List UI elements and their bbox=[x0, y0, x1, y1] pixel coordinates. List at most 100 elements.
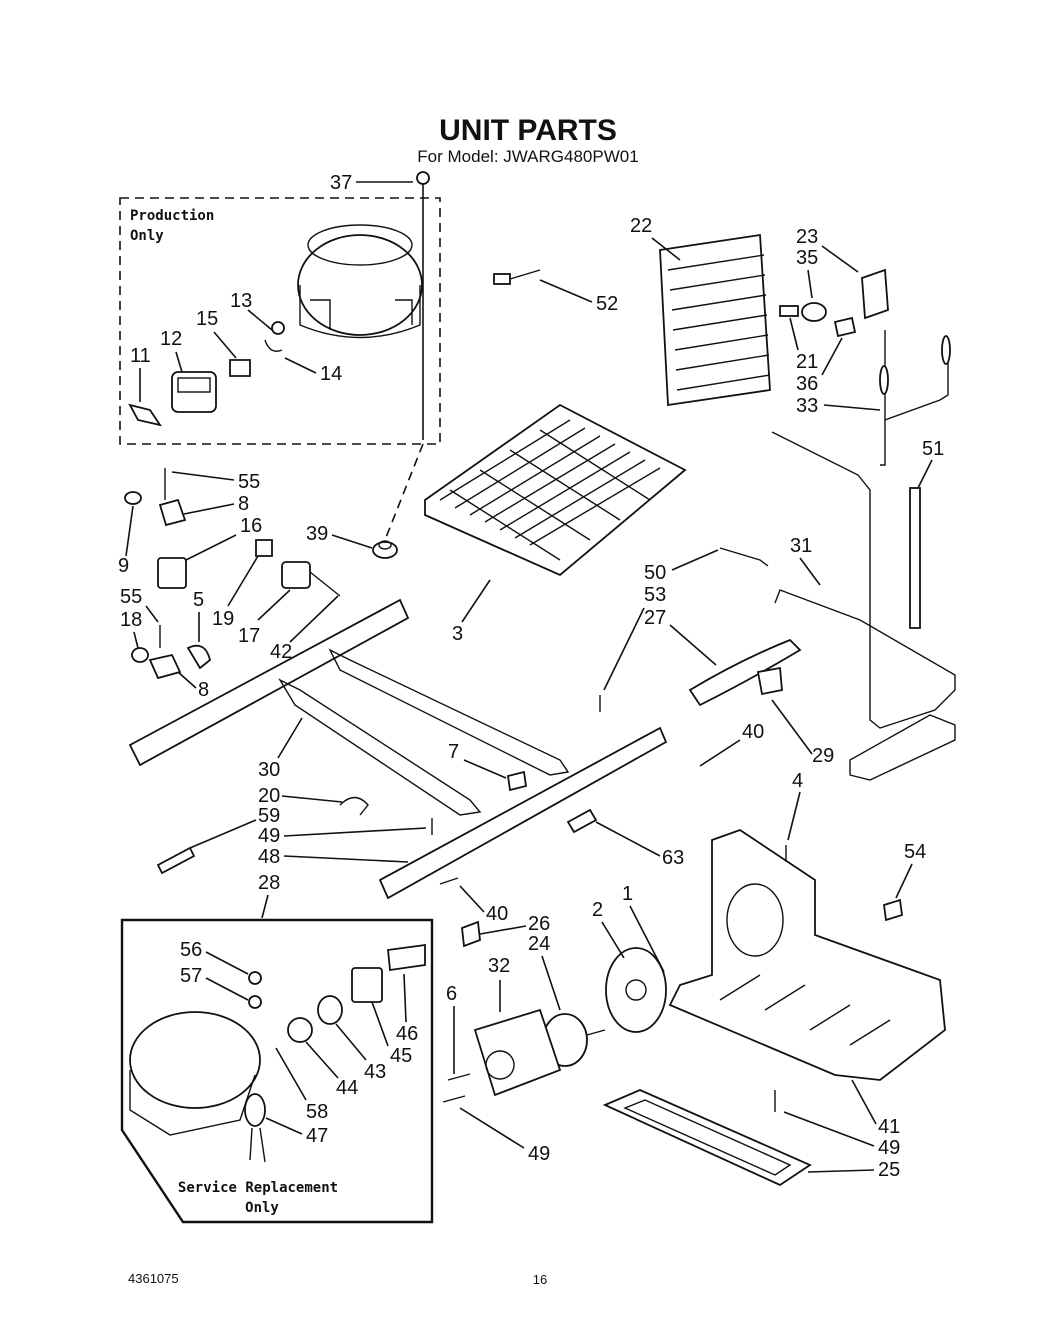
tube-31-drawing bbox=[771, 431, 956, 781]
callout-label: 55 bbox=[238, 471, 260, 493]
clip-bracket-parts bbox=[779, 268, 889, 338]
rail-48-drawing bbox=[378, 726, 668, 900]
screws-4-54 bbox=[774, 845, 903, 1112]
callout-label: 11 bbox=[130, 345, 151, 367]
callout-29: 29 bbox=[771, 699, 834, 767]
callout-14: 14 bbox=[284, 357, 342, 385]
callout-label: 49 bbox=[528, 1143, 550, 1165]
callout-label: 12 bbox=[160, 328, 182, 350]
callout-3: 3 bbox=[452, 579, 491, 645]
model-subtitle: For Model: JWARG480PW01 bbox=[417, 147, 638, 166]
callout-label: 14 bbox=[320, 363, 342, 385]
callout-35: 35 bbox=[796, 247, 818, 299]
callout-30: 30 bbox=[258, 717, 303, 781]
callout-label: 22 bbox=[630, 215, 652, 237]
callout-label: 43 bbox=[364, 1061, 386, 1083]
callout-label: 63 bbox=[662, 847, 684, 869]
callout-50: 50 bbox=[644, 549, 719, 584]
callout-label: 24 bbox=[528, 933, 550, 955]
callout-label: 5 bbox=[193, 589, 204, 611]
callout-25: 25 bbox=[807, 1159, 900, 1181]
callout-label: 50 bbox=[644, 562, 666, 584]
service-replacement-label-1: Service Replacement bbox=[178, 1180, 338, 1196]
callout-49-right: 49 bbox=[783, 1111, 900, 1159]
callout-label: 20 bbox=[258, 785, 280, 807]
callout-55-upper: 55 bbox=[171, 471, 260, 493]
callout-label: 46 bbox=[396, 1023, 418, 1045]
callout-label: 39 bbox=[306, 523, 328, 545]
callout-4: 4 bbox=[787, 770, 803, 841]
callout-27: 27 bbox=[644, 607, 717, 666]
callout-label: 55 bbox=[120, 586, 142, 608]
callout-label: 40 bbox=[486, 903, 508, 925]
callout-49-lower: 49 bbox=[459, 1107, 550, 1165]
callout-44: 44 bbox=[305, 1041, 358, 1099]
callout-18: 18 bbox=[120, 609, 142, 649]
service-replacement-label-2: Only bbox=[245, 1200, 279, 1216]
callout-54: 54 bbox=[895, 841, 926, 899]
callout-59: 59 bbox=[189, 805, 280, 849]
production-only-label-2: Only bbox=[130, 228, 164, 244]
callout-label: 37 bbox=[330, 172, 352, 194]
production-only-label-1: Production bbox=[130, 208, 214, 224]
callout-label: 49 bbox=[258, 825, 280, 847]
callout-label: 56 bbox=[180, 939, 202, 961]
callout-label: 6 bbox=[446, 983, 457, 1005]
callout-8-upper: 8 bbox=[183, 493, 249, 515]
callout-20: 20 bbox=[258, 785, 343, 807]
callout-label: 45 bbox=[390, 1045, 412, 1067]
callout-42: 42 bbox=[270, 595, 339, 663]
callout-label: 8 bbox=[198, 679, 209, 701]
callout-label: 30 bbox=[258, 759, 280, 781]
callout-7: 7 bbox=[448, 741, 507, 779]
footer-page-number: 16 bbox=[533, 1272, 547, 1287]
mid-small-parts bbox=[156, 770, 598, 948]
callout-28: 28 bbox=[258, 872, 280, 919]
upper-left-small-parts bbox=[124, 468, 341, 597]
callout-23: 23 bbox=[796, 226, 859, 273]
callout-37: 37 bbox=[330, 172, 413, 194]
callout-5: 5 bbox=[193, 589, 204, 642]
callout-24: 24 bbox=[528, 933, 561, 1011]
callout-label: 18 bbox=[120, 609, 142, 631]
screw-37-drawing bbox=[416, 171, 430, 185]
callout-55-lower: 55 bbox=[120, 586, 159, 623]
callout-8-lower: 8 bbox=[177, 671, 209, 701]
callout-label: 16 bbox=[240, 515, 262, 537]
callout-label: 42 bbox=[270, 641, 292, 663]
callout-label: 44 bbox=[336, 1077, 358, 1099]
callout-label: 28 bbox=[258, 872, 280, 894]
callout-6: 6 bbox=[446, 983, 457, 1074]
callout-label: 1 bbox=[622, 883, 633, 905]
tube-51-drawing bbox=[909, 487, 921, 629]
callout-label: 36 bbox=[796, 373, 818, 395]
callout-40-right: 40 bbox=[699, 721, 764, 767]
tube-52-drawing bbox=[493, 269, 541, 285]
callout-label: 51 bbox=[922, 438, 944, 460]
callout-label: 40 bbox=[742, 721, 764, 743]
evaporator-3-drawing bbox=[424, 403, 687, 577]
callout-15: 15 bbox=[196, 308, 237, 359]
callout-label: 47 bbox=[306, 1125, 328, 1147]
callout-21: 21 bbox=[789, 317, 818, 373]
callout-47: 47 bbox=[265, 1117, 328, 1147]
compressor-production-drawing bbox=[297, 224, 423, 339]
callout-40-lower: 40 bbox=[459, 885, 508, 925]
callout-33: 33 bbox=[796, 395, 881, 417]
service-replacement-box: Service Replacement Only bbox=[120, 918, 434, 1224]
callout-32: 32 bbox=[488, 955, 510, 1012]
callout-label: 48 bbox=[258, 846, 280, 868]
callout-56: 56 bbox=[180, 939, 249, 975]
callout-label: 35 bbox=[796, 247, 818, 269]
callout-9: 9 bbox=[118, 505, 134, 577]
drier-27-drawing bbox=[599, 547, 802, 712]
callout-label: 49 bbox=[878, 1137, 900, 1159]
callout-label: 3 bbox=[452, 623, 463, 645]
callout-41: 41 bbox=[851, 1079, 900, 1138]
callout-label: 57 bbox=[180, 965, 202, 987]
callout-label: 41 bbox=[878, 1116, 900, 1138]
callout-label: 7 bbox=[448, 741, 459, 763]
callout-48: 48 bbox=[258, 846, 409, 868]
callout-39: 39 bbox=[306, 523, 373, 549]
rail-frame-30-drawing bbox=[128, 598, 570, 816]
